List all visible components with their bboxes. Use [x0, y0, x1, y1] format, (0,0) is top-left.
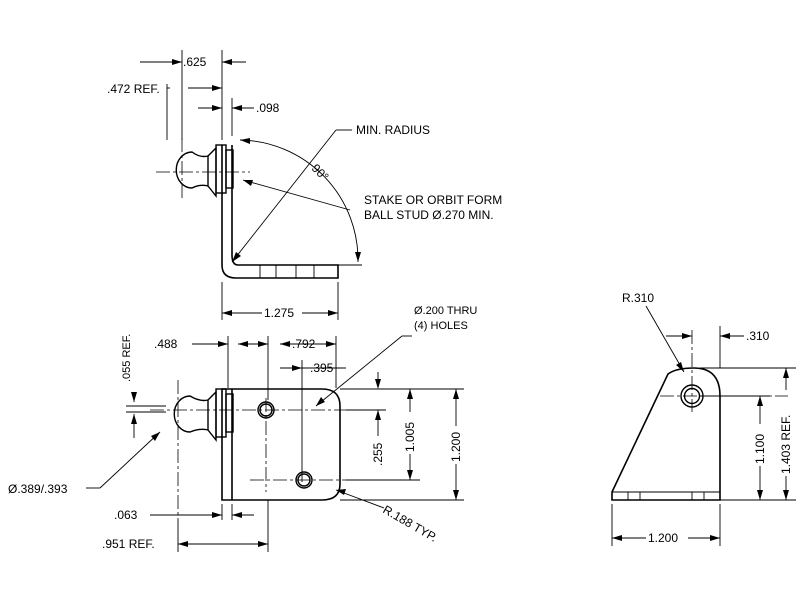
holes-note-line2: (4) HOLES — [414, 320, 468, 332]
dim-310-label: .310 — [746, 329, 770, 343]
dim-1275-label: 1.275 — [264, 306, 294, 320]
dim-1200-end-label: 1.200 — [648, 531, 678, 545]
dim-488-label: .488 — [154, 337, 178, 351]
dim-625-label: .625 — [183, 55, 207, 69]
dim-395-label: .395 — [310, 361, 334, 375]
r188-note: R.188 TYP. — [381, 502, 440, 544]
top-view: .488 .792 .395 .055 REF. — [8, 305, 477, 552]
dim-r310-label: R.310 — [622, 291, 654, 305]
stake-note-line1: STAKE OR ORBIT FORM — [364, 193, 502, 207]
dim-1200-top-label: 1.200 — [449, 432, 463, 462]
dim-951-ref-label: .951 REF. — [102, 537, 155, 551]
holes-note-line1: Ø.200 THRU — [414, 305, 477, 317]
dim-1403-ref-label: 1.403 REF. — [779, 415, 793, 474]
end-view: R.310 .310 1.100 1.403 REF. 1.200 — [611, 291, 796, 546]
dim-055-ref-label: .055 REF. — [121, 334, 133, 382]
min-radius-note: MIN. RADIUS — [356, 123, 430, 137]
dim-063-label: .063 — [114, 508, 138, 522]
dim-472-ref-label: .472 REF. — [107, 82, 160, 96]
stake-note-line2: BALL STUD Ø.270 MIN. — [364, 208, 494, 222]
dim-098-label: .098 — [256, 101, 280, 115]
ball-diameter-label: Ø.389/.393 — [8, 482, 68, 496]
side-view: .625 .472 REF. .098 MIN. RADIUS — [107, 50, 502, 320]
dim-1100-label: 1.100 — [753, 434, 767, 464]
dim-1005-label: 1.005 — [403, 422, 417, 452]
dim-255-label: .255 — [371, 442, 385, 466]
dim-792-label: .792 — [292, 337, 316, 351]
